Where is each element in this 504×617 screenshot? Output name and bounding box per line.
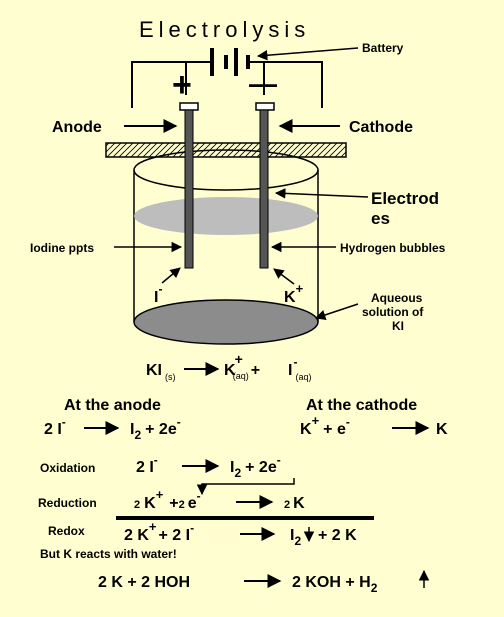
aqueous-label-line1: Aqueous (371, 291, 423, 305)
aqueous-label-line3: KI (392, 319, 404, 333)
oxidation-equation: 2 I- I2+ 2e- (136, 453, 281, 480)
iodine-ppts-label: Iodine ppts (30, 241, 94, 255)
aqueous-arrow (315, 303, 359, 320)
battery-symbol (131, 48, 323, 108)
svg-text:K++ e-: K++ e- (300, 413, 350, 438)
iodide-ion-label: I- (154, 282, 162, 306)
svg-text:2 I-: 2 I- (136, 453, 158, 476)
svg-text:I-(aq): I-(aq) (288, 355, 311, 382)
electrodes-label-line1: Electrod (371, 189, 439, 208)
svg-text:I2: I2 (290, 527, 301, 548)
svg-text:I2+ 2e-: I2+ 2e- (230, 453, 281, 480)
plus-sign: + (172, 66, 192, 104)
electrodes-arrow (274, 188, 369, 199)
hydrogen-bubbles-label: Hydrogen bubbles (340, 241, 446, 255)
svg-text:2 K + 2 HOH: 2 K + 2 HOH (98, 574, 190, 591)
note-text: But K reacts with water! (40, 547, 177, 561)
beaker (133, 149, 319, 345)
svg-text:KI(s): KI(s) (146, 362, 176, 382)
electrodes-label-line2: es (371, 209, 390, 228)
anode-heading: At the anode (64, 397, 161, 414)
redox-label: Redox (48, 524, 85, 538)
svg-text:2K++2e-: 2K++2e- (134, 487, 201, 512)
oxidation-label: Oxidation (40, 461, 95, 475)
svg-text:+ 2 K: + 2 K (318, 527, 357, 544)
cathode-label: Cathode (349, 119, 413, 136)
cathode-equation: K++ e- K (300, 413, 448, 438)
svg-text:2 I-: 2 I- (44, 415, 66, 438)
battery-pointer-arrow (256, 47, 359, 61)
potassium-ion-label: K+ (284, 281, 304, 306)
redox-equation: 2 K++ 2 I- I2 + 2 K (124, 519, 357, 548)
cathode-heading: At the cathode (306, 397, 417, 414)
potassium-arrow (273, 268, 295, 285)
svg-text:2 KOH + H2: 2 KOH + H2 (292, 574, 378, 595)
electrode-rods (184, 109, 269, 269)
dissociation-equation: KI(s) K+(aq)+ I-(aq) (146, 351, 311, 382)
electron-transfer-arrow (196, 478, 295, 496)
anode-equation: 2 I- I2+ 2e- (44, 415, 181, 442)
aqueous-label-line2: solution of (362, 305, 424, 319)
electrode-terminals (179, 102, 275, 111)
reduction-label: Reduction (38, 496, 97, 510)
svg-text:2K: 2K (284, 495, 305, 512)
battery-label: Battery (362, 41, 404, 55)
svg-text:K: K (436, 421, 448, 438)
anode-label: Anode (52, 119, 102, 136)
svg-text:I2+ 2e-: I2+ 2e- (130, 415, 181, 442)
svg-text:K+(aq)+: K+(aq)+ (224, 351, 260, 381)
iodide-arrow (161, 267, 181, 284)
sum-line (116, 516, 374, 520)
svg-text:2 K++ 2 I-: 2 K++ 2 I- (124, 519, 194, 544)
beaker-lid (105, 142, 347, 158)
water-reaction-equation: 2 K + 2 HOH 2 KOH + H2 (98, 569, 430, 595)
title: Electrolysis (139, 17, 310, 42)
minus-sign: — (249, 68, 277, 99)
